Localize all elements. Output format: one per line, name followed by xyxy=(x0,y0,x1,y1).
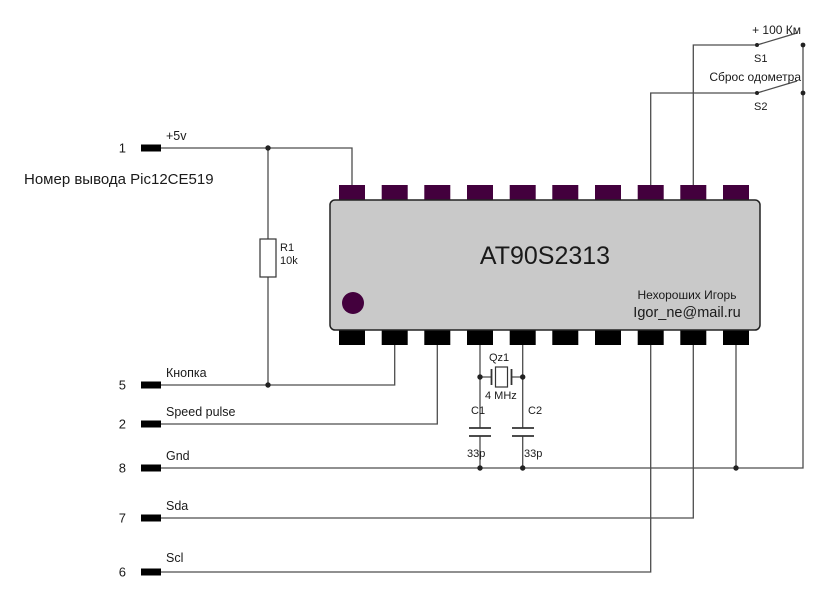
net-label-5v: +5v xyxy=(166,129,187,143)
pin-number: 6 xyxy=(119,565,126,580)
switch-s1-labels: + 100 Км S1 xyxy=(752,23,801,65)
cap-value: 33p xyxy=(467,448,485,460)
crystal-qz1: Qz1 4 MHz xyxy=(485,352,517,402)
junction-dot xyxy=(265,145,271,151)
net-gnd xyxy=(161,45,804,469)
terminal-bar xyxy=(141,420,161,428)
s1-pivot-dot xyxy=(755,43,759,47)
net-xtal-right xyxy=(512,345,524,468)
ic-author: Нехороших Игорь xyxy=(638,288,737,302)
junction-dot xyxy=(733,465,739,471)
ic-pin-top-9 xyxy=(680,185,707,200)
ic-pin-bottom-1 xyxy=(339,330,365,345)
capacitor-c1: C1 33p xyxy=(467,405,491,460)
resistor-body xyxy=(259,238,277,278)
cap-value: 33p xyxy=(524,448,542,460)
terminal-5v: 1 +5v xyxy=(119,129,187,156)
ic-part-number: AT90S2313 xyxy=(480,242,610,270)
terminal-bar xyxy=(141,464,161,472)
terminal-speed-pulse: 2 Speed pulse xyxy=(119,405,236,432)
terminal-gnd: 8 Gnd xyxy=(119,449,190,476)
switch-s1-ref: S1 xyxy=(754,53,767,65)
terminal-bar xyxy=(141,514,161,522)
ic-pins-top xyxy=(339,185,749,200)
cap-ref: C2 xyxy=(528,405,542,417)
pin-number: 7 xyxy=(119,511,126,526)
s2-switch-blade xyxy=(756,80,798,94)
resistor-value: 10k xyxy=(280,255,298,267)
s1-switch-blade xyxy=(756,32,798,46)
net-label-scl: Scl xyxy=(166,551,183,565)
junction-dots xyxy=(265,42,806,471)
ic-at90s2313: AT90S2313 Нехороших Игорь Igor_ne@mail.r… xyxy=(329,185,761,345)
ic-pin-top-5 xyxy=(509,185,536,200)
terminal-bar xyxy=(141,381,161,389)
terminal-bar xyxy=(141,568,161,576)
s2-pivot-dot xyxy=(755,91,759,95)
ic-pin-top-8 xyxy=(637,185,664,200)
ic-pin1-marker xyxy=(342,292,364,314)
crystal-ref: Qz1 xyxy=(489,352,509,364)
ic-pin-top-2 xyxy=(381,185,408,200)
ic-pin-bottom-7 xyxy=(595,330,621,345)
ic-pin-bottom-2 xyxy=(381,330,408,345)
ic-pin-top-4 xyxy=(467,185,493,200)
ic-pin-bottom-10 xyxy=(723,330,749,345)
ic-pin-bottom-5 xyxy=(509,330,536,345)
terminal-sda: 7 Sda xyxy=(119,499,189,526)
crystal-body xyxy=(494,366,509,388)
junction-dot xyxy=(477,374,483,380)
net-label-sda: Sda xyxy=(166,499,188,513)
net-5v xyxy=(161,147,353,185)
switch-s1-function-label: + 100 Км xyxy=(752,23,801,37)
resistor-r1: R1 10k xyxy=(259,238,298,278)
terminal-bar xyxy=(141,144,161,152)
junction-dot xyxy=(477,465,483,471)
terminal-scl: 6 Scl xyxy=(119,551,184,580)
ic-pin-top-1 xyxy=(339,185,365,200)
ic-body xyxy=(329,199,761,331)
ic-pin-bottom-9 xyxy=(680,330,707,345)
left-terminals: 1 +5v 5 Кнопка 2 Speed pulse 8 Gnd 7 Sda… xyxy=(24,129,236,580)
resistor-ref: R1 xyxy=(280,242,294,254)
ic-pin-bottom-8 xyxy=(637,330,664,345)
net-s1 xyxy=(692,44,757,185)
pin-number: 1 xyxy=(119,141,126,156)
ic-pin-top-6 xyxy=(552,185,579,200)
pin-number: 8 xyxy=(119,461,126,476)
pin-number: 5 xyxy=(119,378,126,393)
crystal-value: 4 MHz xyxy=(485,390,517,402)
junction-dot xyxy=(265,382,271,388)
net-s2 xyxy=(650,92,757,185)
net-label-gnd: Gnd xyxy=(166,449,190,463)
ic-pin-top-10 xyxy=(723,185,749,200)
ic-pin-top-3 xyxy=(424,185,451,200)
terminal-button: 5 Кнопка xyxy=(119,366,207,393)
net-label-speed-pulse: Speed pulse xyxy=(166,405,236,419)
switch-s2-ref: S2 xyxy=(754,101,767,113)
ic-pin-bottom-3 xyxy=(424,330,451,345)
ic-pin-bottom-6 xyxy=(552,330,579,345)
pin-numbering-note: Номер вывода Pic12CE519 xyxy=(24,171,214,188)
net-button xyxy=(161,345,396,386)
s1-contact-dot xyxy=(800,42,806,48)
net-sda xyxy=(161,345,694,519)
switch-s2-function-label: Сброс одометра xyxy=(709,70,801,84)
net-label-button: Кнопка xyxy=(166,366,207,380)
junction-dot xyxy=(520,374,526,380)
net-scl xyxy=(161,345,652,573)
capacitor-c2: C2 33p xyxy=(512,405,542,460)
cap-ref: C1 xyxy=(471,405,485,417)
pin-number: 2 xyxy=(119,417,126,432)
junction-dot xyxy=(520,465,526,471)
ic-pins-bottom xyxy=(339,330,749,345)
s2-contact-dot xyxy=(800,90,806,96)
ic-author-email: Igor_ne@mail.ru xyxy=(633,305,740,321)
net-speed-pulse xyxy=(161,345,438,425)
ic-pin-bottom-4 xyxy=(467,330,493,345)
switch-s2-labels: Сброс одометра S2 xyxy=(709,70,801,113)
ic-pin-top-7 xyxy=(595,185,621,200)
